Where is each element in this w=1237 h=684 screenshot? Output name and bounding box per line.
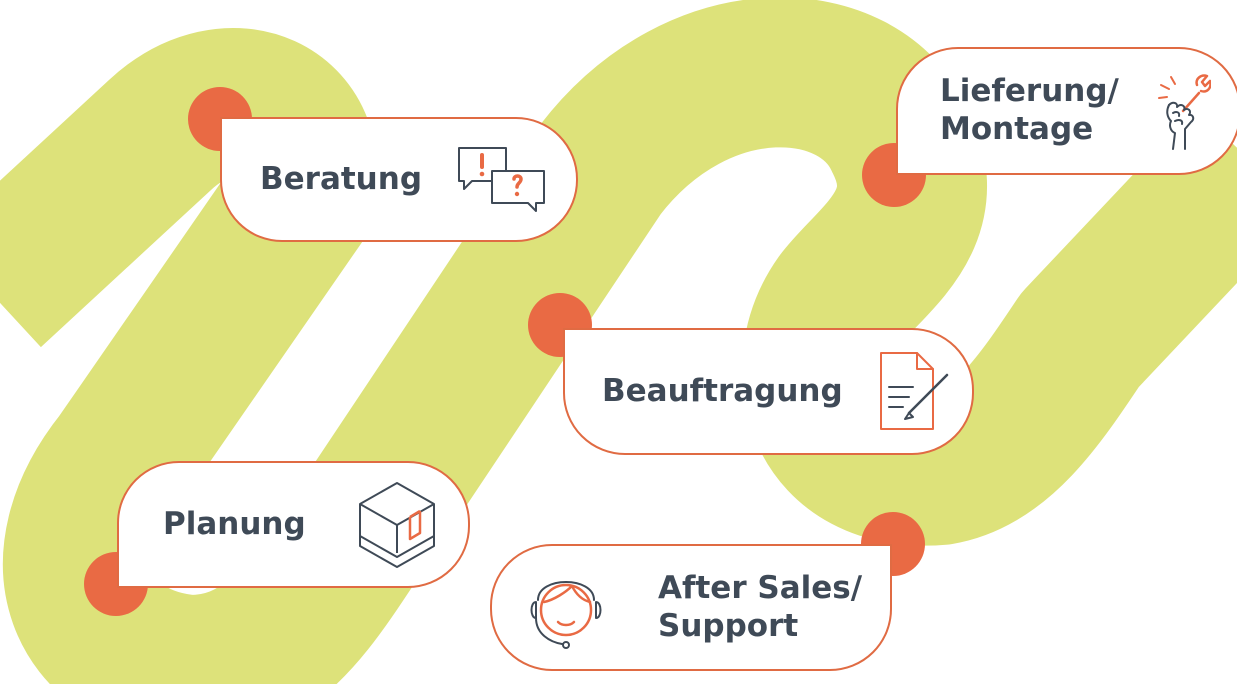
step-label-after-sales-support: After Sales/ Support bbox=[658, 569, 863, 644]
step-card-after-sales-support: After Sales/ Support bbox=[490, 544, 892, 671]
step-card-planung: Planung bbox=[117, 461, 470, 588]
step-label-beratung: Beratung bbox=[260, 160, 423, 197]
hand-wrench-icon bbox=[1157, 74, 1211, 150]
contract-signing-icon bbox=[879, 351, 948, 430]
step-label-planung: Planung bbox=[163, 505, 306, 542]
step-label-lieferung-montage: Lieferung/ Montage bbox=[940, 73, 1119, 147]
support-headset-icon bbox=[530, 580, 602, 649]
step-card-lieferung-montage: Lieferung/ Montage bbox=[896, 47, 1237, 175]
step-card-beratung: Beratung bbox=[220, 117, 578, 242]
step-card-beauftragung: Beauftragung bbox=[563, 328, 974, 455]
speech-bubbles-question-icon bbox=[458, 146, 546, 212]
room-cube-icon bbox=[358, 481, 435, 568]
step-label-beauftragung: Beauftragung bbox=[602, 372, 843, 409]
